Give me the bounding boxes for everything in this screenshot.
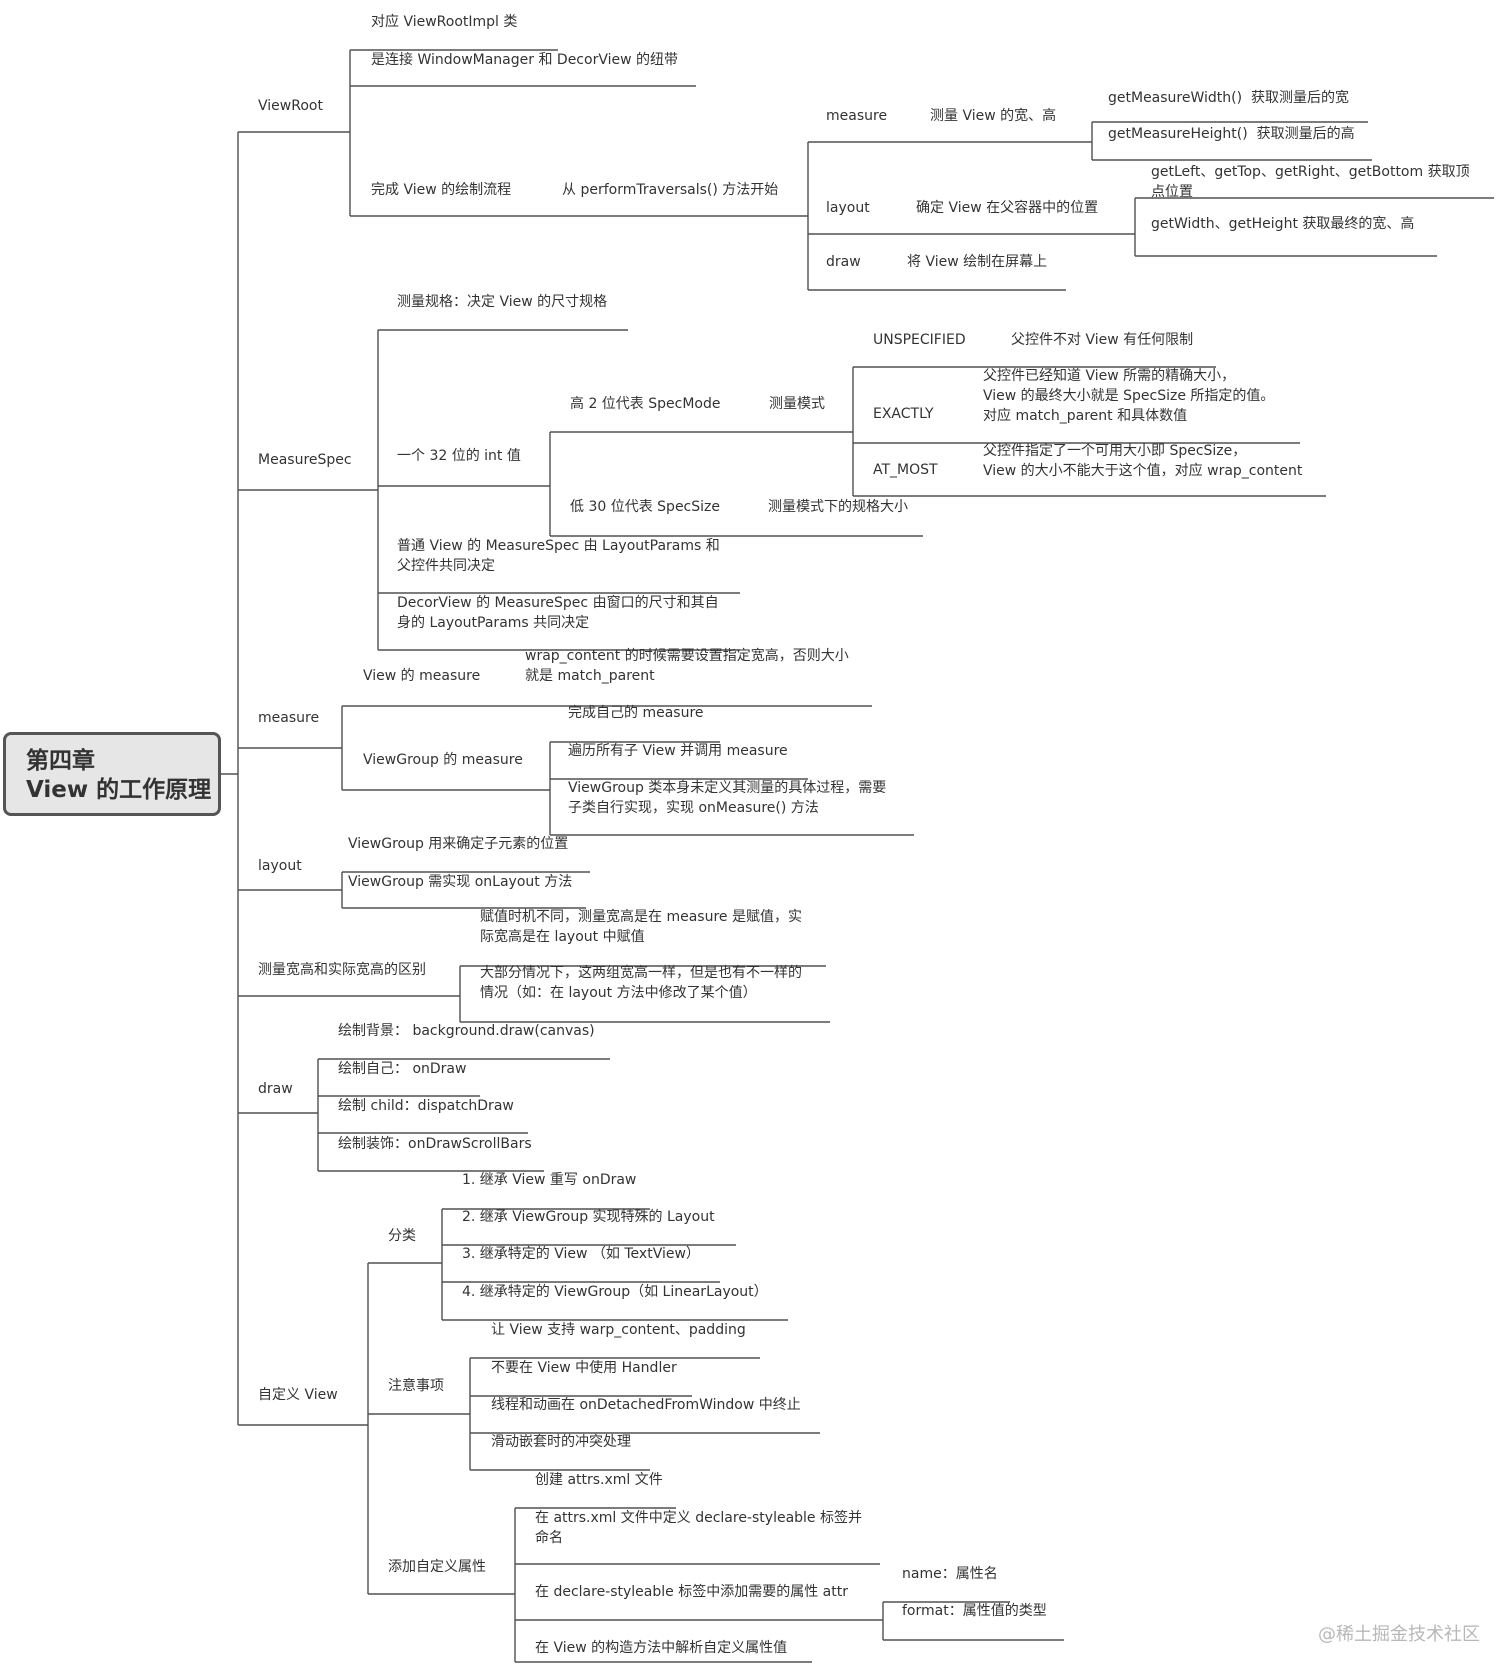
node-cv-a2: 2. 继承 ViewGroup 实现特殊的 Layout: [462, 1209, 715, 1225]
node-l-1: ViewGroup 用来确定子元素的位置: [348, 836, 569, 852]
node-cv-a: 分类: [388, 1228, 416, 1244]
node-cv-c2: 在 attrs.xml 文件中定义 declare-styleable 标签并 …: [535, 1510, 862, 1546]
node-ms: MeasureSpec: [258, 452, 352, 468]
node-cv-b1: 让 View 支持 warp_content、padding: [491, 1322, 746, 1338]
root-title-topic: View 的工作原理: [26, 777, 212, 803]
node-d-4: 绘制装饰：onDrawScrollBars: [338, 1136, 532, 1152]
node-cv-b4: 滑动嵌套时的冲突处理: [491, 1434, 631, 1450]
node-ms-2b-d: 测量模式下的规格大小: [768, 499, 908, 515]
node-vr-m-1: getMeasureWidth() 获取测量后的宽: [1108, 90, 1349, 106]
node-exactly-d: 父控件已经知道 View 所需的精确大小， View 的最终大小就是 SpecS…: [983, 368, 1275, 424]
node-ms-3: 普通 View 的 MeasureSpec 由 LayoutParams 和 父…: [397, 538, 720, 574]
node-cv: 自定义 View: [258, 1387, 338, 1403]
root-node: 第四章 View 的工作原理: [3, 732, 221, 816]
node-d-3: 绘制 child：dispatchDraw: [338, 1098, 514, 1114]
node-d-2: 绘制自己： onDraw: [338, 1061, 467, 1077]
node-exactly: EXACTLY: [873, 406, 934, 422]
node-vr-m: measure: [826, 108, 888, 124]
node-vr-m-2: getMeasureHeight() 获取测量后的高: [1108, 126, 1355, 142]
node-ms-2a-d: 测量模式: [769, 396, 825, 412]
node-measure: measure: [258, 710, 320, 726]
node-vr-d: draw: [826, 254, 861, 270]
node-cv-c: 添加自定义属性: [388, 1559, 486, 1575]
node-m-vg: ViewGroup 的 measure: [363, 752, 523, 768]
node-draw: draw: [258, 1081, 293, 1097]
node-diff: 测量宽高和实际宽高的区别: [258, 962, 426, 978]
node-diff-1: 赋值时机不同，测量宽高是在 measure 是赋值，实 际宽高是在 layout…: [480, 909, 802, 945]
node-unspec: UNSPECIFIED: [873, 332, 966, 348]
node-cv-c3: 在 declare-styleable 标签中添加需要的属性 attr: [535, 1584, 848, 1600]
node-m-vg-3: ViewGroup 类本身未定义其测量的具体过程，需要 子类自行实现，实现 on…: [568, 780, 887, 816]
node-ms-2b: 低 30 位代表 SpecSize: [570, 499, 720, 515]
node-vr-l-2: getWidth、getHeight 获取最终的宽、高: [1151, 216, 1415, 232]
node-ms-1: 测量规格：决定 View 的尺寸规格: [397, 294, 608, 310]
node-cv-a1: 1. 继承 View 重写 onDraw: [462, 1172, 637, 1188]
node-ms-2a: 高 2 位代表 SpecMode: [570, 396, 721, 412]
root-title-chapter: 第四章: [26, 748, 95, 774]
watermark: @稀土掘金技术社区: [1318, 1624, 1480, 1645]
node-cv-a4: 4. 继承特定的 ViewGroup（如 LinearLayout）: [462, 1284, 768, 1300]
node-m-vg-2: 遍历所有子 View 并调用 measure: [568, 743, 788, 759]
node-diff-2: 大部分情况下，这两组宽高一样，但是也有不一样的 情况（如：在 layout 方法…: [480, 965, 802, 1001]
node-cv-a3: 3. 继承特定的 View （如 TextView）: [462, 1246, 700, 1262]
node-cv-b: 注意事项: [388, 1378, 444, 1394]
node-cv-b3: 线程和动画在 onDetachedFromWindow 中终止: [491, 1397, 801, 1413]
node-atmost-d: 父控件指定了一个可用大小即 SpecSize， View 的大小不能大于这个值，…: [983, 443, 1303, 479]
node-vr-3a: 从 performTraversals() 方法开始: [562, 182, 779, 198]
node-l-2: ViewGroup 需实现 onLayout 方法: [348, 874, 573, 890]
node-vr-2: 是连接 WindowManager 和 DecorView 的纽带: [371, 52, 679, 68]
node-m-v-d: wrap_content 的时候需要设置指定宽高，否则大小 就是 match_p…: [525, 648, 849, 684]
node-cv-c3a: name：属性名: [902, 1566, 998, 1582]
node-cv-c4: 在 View 的构造方法中解析自定义属性值: [535, 1640, 788, 1656]
node-vr-d-d: 将 View 绘制在屏幕上: [907, 254, 1048, 270]
node-vr-m-d: 测量 View 的宽、高: [930, 108, 1057, 124]
node-d-1: 绘制背景： background.draw(canvas): [338, 1023, 595, 1039]
node-vr-1: 对应 ViewRootImpl 类: [371, 14, 518, 30]
node-vr-l-d: 确定 View 在父容器中的位置: [916, 200, 1099, 216]
node-cv-c1: 创建 attrs.xml 文件: [535, 1472, 663, 1488]
node-m-vg-1: 完成自己的 measure: [568, 705, 704, 721]
node-m-v: View 的 measure: [363, 668, 481, 684]
node-vr-3: 完成 View 的绘制流程: [371, 182, 512, 198]
node-ms-2: 一个 32 位的 int 值: [397, 448, 521, 464]
node-layout: layout: [258, 858, 302, 874]
node-unspec-d: 父控件不对 View 有任何限制: [1011, 332, 1194, 348]
node-atmost: AT_MOST: [873, 462, 938, 478]
node-cv-c3b: format：属性值的类型: [902, 1603, 1047, 1619]
node-cv-b2: 不要在 View 中使用 Handler: [491, 1360, 677, 1376]
node-vr-l-1: getLeft、getTop、getRight、getBottom 获取顶 点位…: [1151, 164, 1470, 200]
node-viewroot: ViewRoot: [258, 98, 323, 114]
node-vr-l: layout: [826, 200, 870, 216]
node-ms-4: DecorView 的 MeasureSpec 由窗口的尺寸和其自 身的 Lay…: [397, 595, 719, 631]
